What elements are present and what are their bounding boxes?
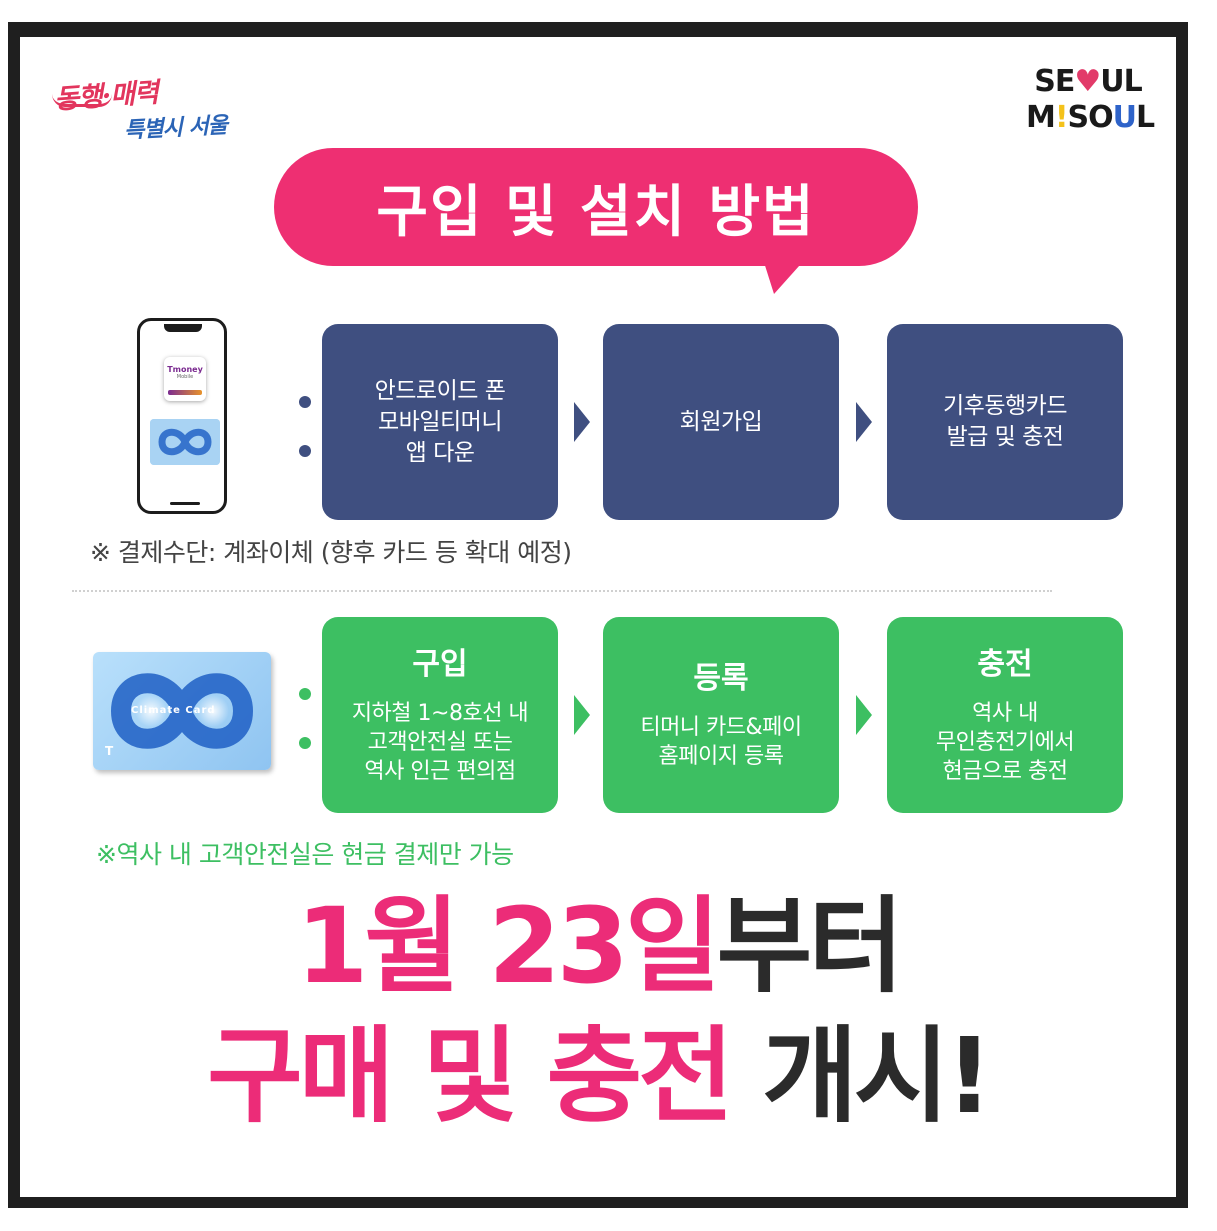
- title-bubble: 구입 및 설치 방법: [274, 148, 918, 266]
- step-text: 고객안전실 또는: [367, 729, 513, 755]
- mobile-step-download: 안드로이드 폰 모바일티머니 앱 다운: [322, 324, 558, 520]
- step-text: 무인충전기에서: [935, 729, 1075, 755]
- logo-left-line1: 동행·매력: [53, 77, 159, 116]
- step-text: 티머니 카드&페이: [640, 715, 802, 740]
- phone-icon: Tmoney Mobile: [137, 318, 227, 514]
- exclamation-icon: !: [1054, 100, 1069, 135]
- tmoney-app-name: Tmoney: [167, 365, 203, 374]
- card-step-charge: 충전 역사 내 무인충전기에서 현금으로 충전: [887, 617, 1123, 813]
- card-step-purchase: 구입 지하철 1~8호선 내 고객안전실 또는 역사 인근 편의점: [322, 617, 558, 813]
- step-text: 안드로이드 폰: [374, 377, 506, 404]
- logo-right-line1: SE♥UL: [1026, 64, 1150, 100]
- card-step-register: 등록 티머니 카드&페이 홈페이지 등록: [603, 617, 839, 813]
- step-text: 역사 인근 편의점: [364, 758, 516, 784]
- phone-notch: [164, 324, 202, 332]
- mobile-step-issue: 기후동행카드 발급 및 충전: [887, 324, 1123, 520]
- climate-card-label: Climate Card: [131, 705, 216, 716]
- heart-icon: ♥: [1074, 64, 1101, 99]
- tmoney-app-sub: Mobile: [176, 374, 194, 380]
- arrow-right-icon: [856, 695, 872, 735]
- headline-line2: 구매 및 충전 개시!: [0, 1016, 1196, 1136]
- infinity-icon: [110, 673, 254, 749]
- headline-action: 구매 및 충전: [207, 1015, 734, 1137]
- logo-ul: UL: [1100, 64, 1142, 99]
- headline-date: 1월 23일: [295, 885, 721, 1007]
- step-text: 발급 및 충전: [946, 424, 1064, 450]
- arrow-right-icon: [574, 695, 590, 735]
- bubble-tail: [762, 256, 808, 294]
- step-text: 현금으로 충전: [942, 758, 1068, 784]
- step-text: 기후동행카드: [943, 393, 1067, 419]
- logo-l: L: [1136, 100, 1155, 135]
- climate-card-image: Climate Card T: [93, 652, 271, 770]
- arrow-right-icon: [856, 402, 872, 442]
- step-text: 앱 다운: [405, 439, 475, 466]
- headline-start: 개시!: [729, 1015, 993, 1137]
- bullet-dot: [299, 737, 311, 749]
- logo-so: SO: [1067, 100, 1114, 135]
- page-title: 구입 및 설치 방법: [376, 179, 816, 245]
- headline-line1: 1월 23일부터: [0, 886, 1196, 1006]
- payment-note: ※ 결제수단: 계좌이체 (향후 카드 등 확대 예정): [90, 538, 572, 567]
- step-text: 모바일티머니: [378, 408, 502, 435]
- step-heading: 등록: [693, 661, 749, 696]
- step-text: 역사 내: [972, 700, 1038, 726]
- step-text: 지하철 1~8호선 내: [351, 700, 529, 726]
- logo-left-line2: 특별시 서울: [123, 112, 228, 144]
- infinity-icon: [150, 419, 220, 465]
- logo-swoosh: [52, 94, 112, 107]
- bullet-dot: [299, 445, 311, 457]
- arrow-right-icon: [574, 402, 590, 442]
- step-text: 홈페이지 등록: [658, 744, 784, 769]
- logo-u: U: [1112, 100, 1137, 135]
- logo-right-line2: M!SOUL: [1026, 100, 1155, 136]
- bullet-dot: [299, 688, 311, 700]
- logo-se: SE: [1034, 64, 1075, 99]
- dongheng-seoul-logo: 동행·매력 특별시 서울: [52, 74, 242, 144]
- section-divider: [72, 590, 1052, 592]
- cash-only-note: ※역사 내 고객안전실은 현금 결제만 가능: [96, 840, 514, 869]
- step-heading: 구입: [412, 646, 468, 682]
- step-heading: 충전: [977, 646, 1033, 682]
- mini-climate-card-icon: [150, 419, 220, 465]
- tmoney-mark: T: [105, 744, 114, 758]
- headline-from: 부터: [716, 885, 904, 1007]
- phone-home-bar: [170, 502, 200, 505]
- mobile-step-signup: 회원가입: [603, 324, 839, 520]
- step-text: 회원가입: [679, 408, 763, 435]
- bullet-dot: [299, 396, 311, 408]
- seoul-my-soul-logo: SE♥UL M!SOUL: [1026, 64, 1155, 144]
- tmoney-app-icon: Tmoney Mobile: [164, 357, 206, 401]
- logo-m: M: [1026, 100, 1056, 135]
- tmoney-app-bar: [168, 390, 202, 395]
